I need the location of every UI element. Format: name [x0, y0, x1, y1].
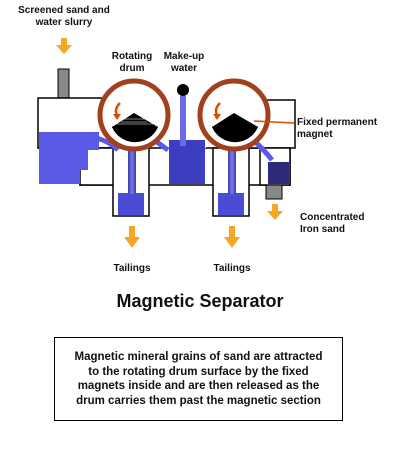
makeup-label-line2: water [170, 63, 198, 74]
tailings-chute-2 [212, 140, 250, 217]
magnet-leader-line [253, 120, 295, 124]
tailings-arrow-2 [224, 226, 240, 248]
magnet-label-line2: magnet [297, 129, 333, 140]
slurry-label: Screened sand and water slurry [8, 5, 120, 29]
slurry-label-line1: Screened sand and [18, 5, 110, 16]
magnet-label: Fixed permanent magnet [297, 117, 397, 141]
drum-label: Rotating drum [102, 51, 162, 75]
rotating-drum-1 [97, 78, 171, 152]
rotating-drum-2 [197, 78, 271, 152]
makeup-water-label: Make-up water [156, 51, 212, 75]
drum-label-line1: Rotating [111, 51, 153, 62]
description-box: Magnetic mineral grains of sand are attr… [54, 337, 343, 421]
description-line-3: magnets inside and are then released as … [77, 380, 320, 392]
diagram-title: Magnetic Separator [116, 291, 284, 311]
rotation-arrow-1 [114, 102, 121, 116]
tailings-label-1: Tailings [113, 263, 151, 274]
description-line-4: drum carries them past the magnetic sect… [76, 394, 321, 407]
slurry-label-line2: water slurry [35, 17, 93, 28]
description-text: Magnetic mineral grains of sand are attr… [55, 350, 342, 408]
concentrate-outlet [265, 184, 283, 200]
description-line-2: to the rotating drum surface by the fixe… [88, 365, 309, 378]
magnet-label-line1: Fixed permanent [297, 117, 378, 128]
tailings-arrow-1 [124, 226, 140, 248]
concentrate-label-line2: Iron sand [300, 224, 346, 235]
slurry-water [39, 132, 289, 184]
description-line-1: Magnetic mineral grains of sand are attr… [74, 351, 323, 363]
feed-arrow [56, 38, 72, 54]
tailings-chute-1 [112, 140, 150, 217]
rotation-arrow-2 [214, 102, 221, 116]
concentrate-label: Concentrated Iron sand [300, 212, 396, 236]
concentrate-arrow [267, 204, 283, 220]
makeup-label-line1: Make-up [163, 51, 205, 62]
drum-label-line2: drum [119, 63, 145, 74]
makeup-water-stream [177, 84, 189, 146]
tailings-label-2: Tailings [213, 263, 251, 274]
concentrate-label-line1: Concentrated [300, 212, 365, 223]
